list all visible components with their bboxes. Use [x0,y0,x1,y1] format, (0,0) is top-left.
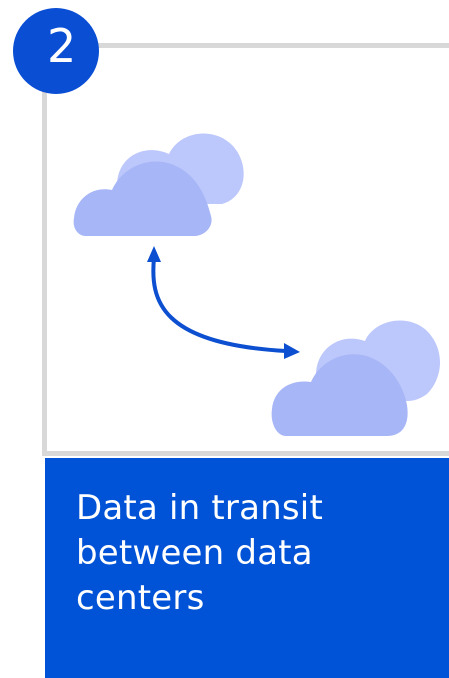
arrow-head-right [284,343,300,359]
cloud-icon-front [73,161,212,236]
transit-path [151,256,288,353]
arrow-head-up [147,246,161,262]
caption-text: Data in transit between data centers [76,488,323,618]
cloud-icon-front [271,354,408,436]
caption-panel: Data in transit between data centers [45,458,449,678]
bidirectional-arrow-icon [147,246,300,359]
cloud-icon-bottom [271,320,440,436]
step-number-badge: 2 [13,8,99,94]
cloud-icon-top [73,133,244,236]
step-number: 2 [47,19,77,73]
